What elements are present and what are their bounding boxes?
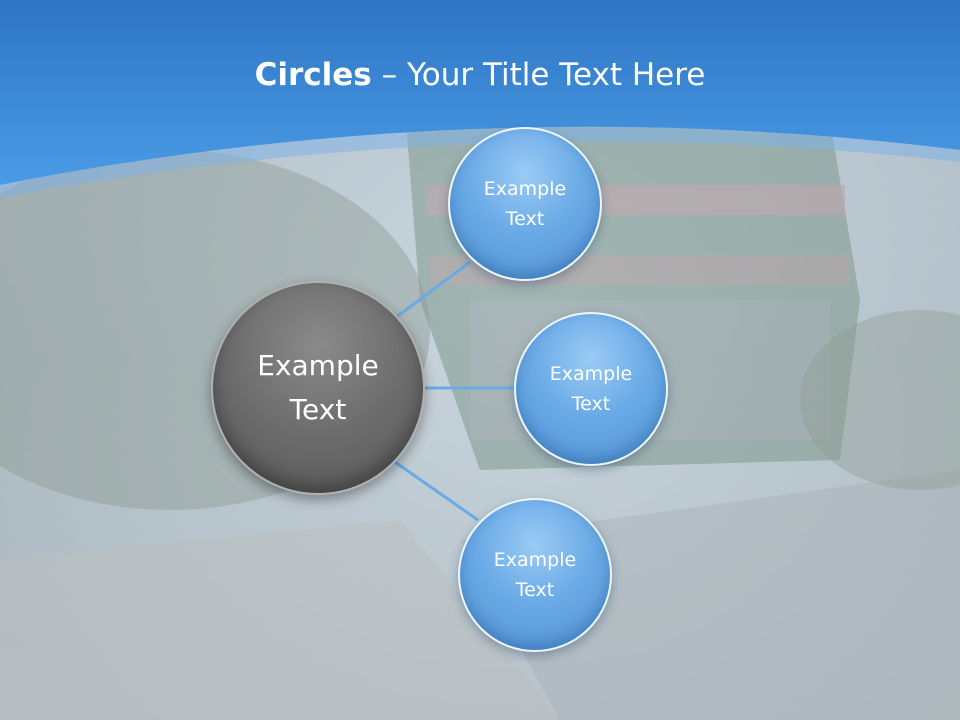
node-middle-line1: Example [549, 363, 633, 385]
title-rest: – Your Title Text Here [371, 57, 706, 93]
node-circle-top[interactable]: Example Text [448, 127, 602, 281]
slide-title: Circles – Your Title Text Here [0, 50, 960, 100]
center-circle[interactable]: Example Text [211, 281, 425, 495]
node-middle-line2: Text [571, 393, 611, 415]
node-bottom-line1: Example [493, 549, 577, 571]
node-top-line1: Example [483, 178, 567, 200]
road-left [0, 520, 560, 720]
center-circle-line2: Text [289, 393, 347, 426]
node-top-line2: Text [505, 208, 545, 230]
node-circle-middle[interactable]: Example Text [514, 312, 668, 466]
header-band [0, 0, 960, 185]
node-circle-bottom[interactable]: Example Text [458, 498, 612, 652]
connector-bottom [394, 460, 479, 522]
node-bottom-line2: Text [515, 579, 555, 601]
title-bold: Circles [254, 57, 372, 93]
connector-top [394, 260, 471, 320]
tree-blur-right [800, 310, 960, 490]
center-circle-line1: Example [257, 349, 379, 382]
